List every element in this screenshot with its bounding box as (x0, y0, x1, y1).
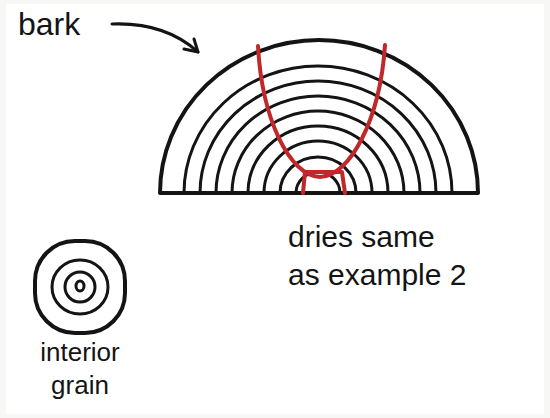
growth-ring (248, 126, 388, 193)
part-label: bark (18, 4, 80, 44)
growth-ring (184, 66, 452, 193)
part-label: interior grain (24, 336, 136, 401)
arrow-head (184, 39, 198, 52)
paper-sheet (6, 4, 544, 414)
half-log-outline (160, 40, 478, 193)
leader-arrow (112, 24, 198, 52)
grain-ring (65, 272, 95, 302)
note-text: dries same as example 2 (288, 218, 470, 293)
grain-pith (76, 281, 84, 291)
grain-ring (52, 260, 108, 314)
grain-outline (35, 241, 125, 333)
growth-ring (232, 111, 404, 193)
pith-cut (303, 172, 345, 193)
cut-line (258, 45, 385, 177)
